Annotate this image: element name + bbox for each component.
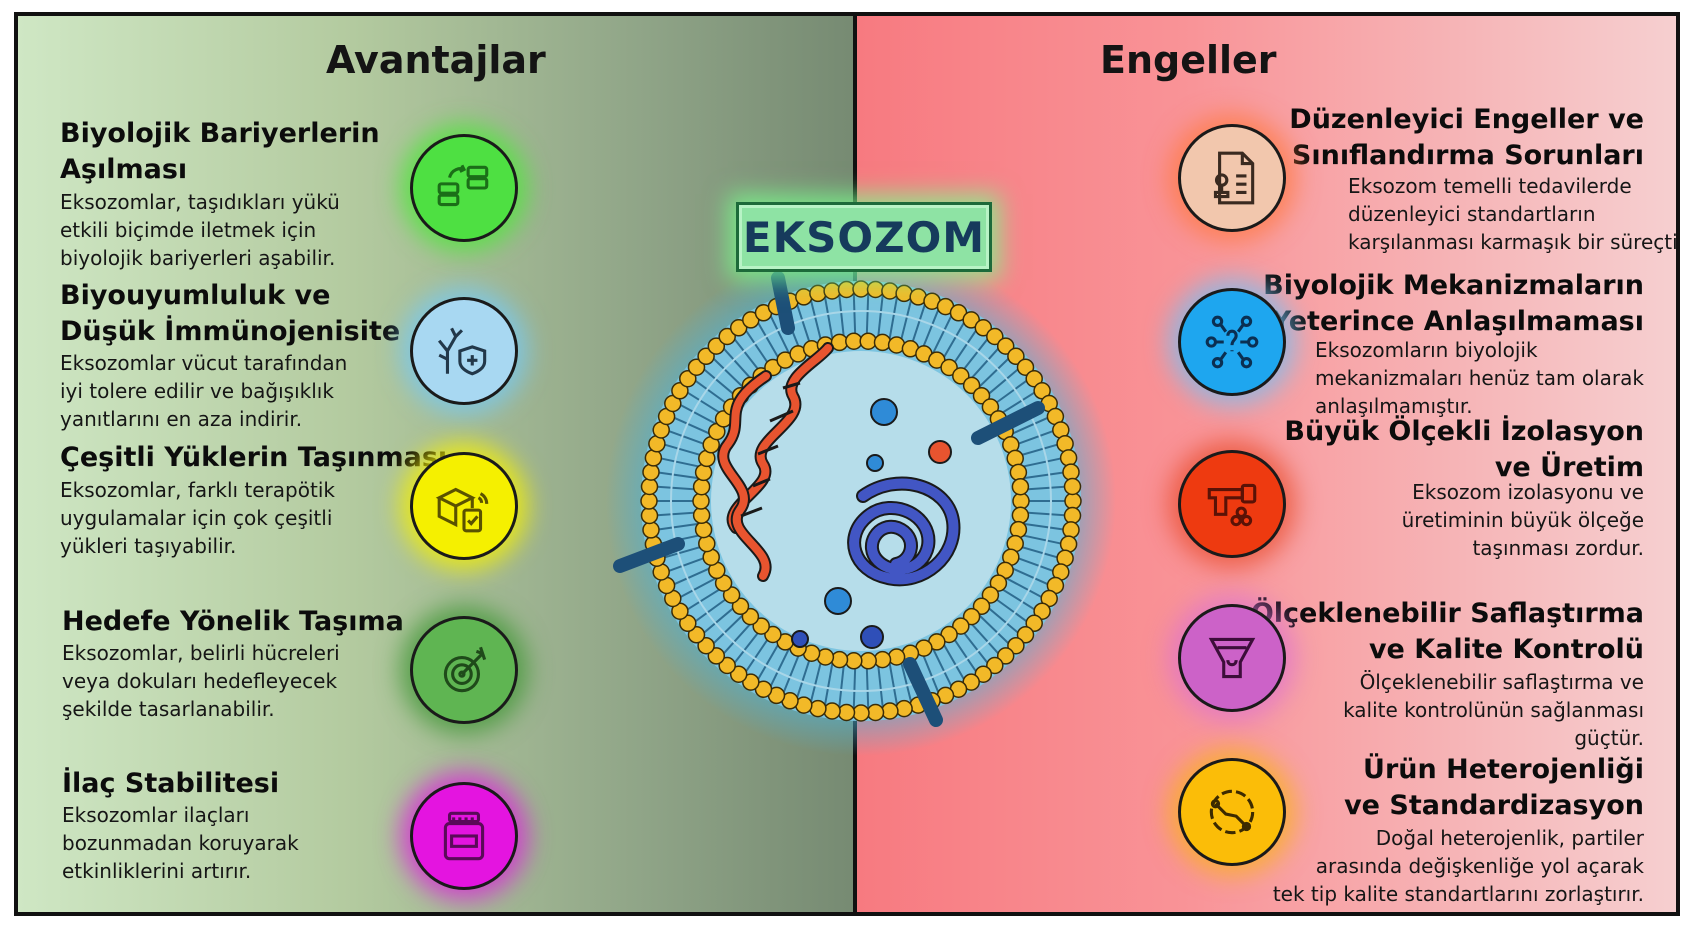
purification-filter-icon xyxy=(1178,604,1286,712)
particle xyxy=(866,454,884,472)
dna-helix xyxy=(717,342,834,582)
membrane-protein xyxy=(903,657,943,727)
infographic-frame: Avantajlar Engeller xyxy=(14,12,1680,916)
server-transfer-icon xyxy=(410,134,518,242)
exosome-inner-ring xyxy=(670,310,1052,692)
advantage-title: İlaç Stabilitesi xyxy=(62,768,280,799)
medicine-bottle-icon xyxy=(410,782,518,890)
package-delivery-icon xyxy=(410,452,518,560)
protein-coil xyxy=(847,476,961,587)
obstacles-heading: Engeller xyxy=(1100,38,1277,82)
membrane-protein xyxy=(613,537,685,573)
particle xyxy=(860,625,884,649)
advantage-title: Hedefe Yönelik Taşıma xyxy=(62,606,404,637)
cargo-particles xyxy=(791,398,952,649)
advantage-title: Çeşitli Yüklerin Taşınması xyxy=(60,442,448,473)
mechanism-network-icon xyxy=(1178,288,1286,396)
particle xyxy=(791,630,809,648)
membrane-protein xyxy=(971,401,1045,445)
heterogeneity-cycle-icon xyxy=(1178,758,1286,866)
particle xyxy=(870,398,898,426)
membrane-proteins xyxy=(613,271,1045,727)
particle xyxy=(824,587,852,615)
target-icon xyxy=(410,616,518,724)
exosome-title-label: EKSOZOM xyxy=(736,202,992,272)
exosome-illustration xyxy=(606,246,1116,756)
particle xyxy=(928,440,952,464)
regulation-document-icon xyxy=(1178,124,1286,232)
membrane-protein xyxy=(771,271,795,335)
isolation-pipeline-icon xyxy=(1178,450,1286,558)
lipid-bilayer xyxy=(640,280,1082,722)
immune-shield-icon xyxy=(410,297,518,405)
advantages-heading: Avantajlar xyxy=(326,38,546,82)
